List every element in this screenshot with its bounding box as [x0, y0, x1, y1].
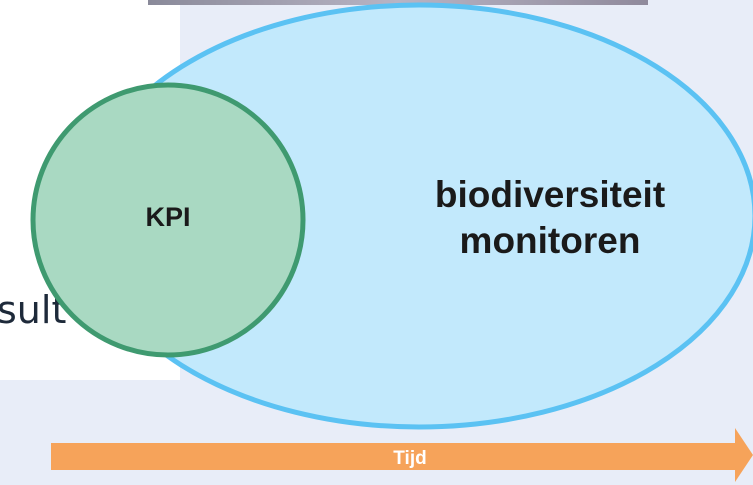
time-arrow: [51, 428, 753, 482]
kpi-circle: [30, 82, 306, 358]
time-arrow-label: Tijd: [393, 448, 427, 469]
outer-label-line-1: biodiversiteit: [434, 174, 666, 215]
kpi-label: KPI: [145, 202, 191, 232]
biodiversity-monitoring-label: biodiversiteit monitoren: [370, 172, 730, 264]
top-image-strip: [148, 0, 648, 5]
outer-label-line-2: monitoren: [459, 220, 641, 261]
